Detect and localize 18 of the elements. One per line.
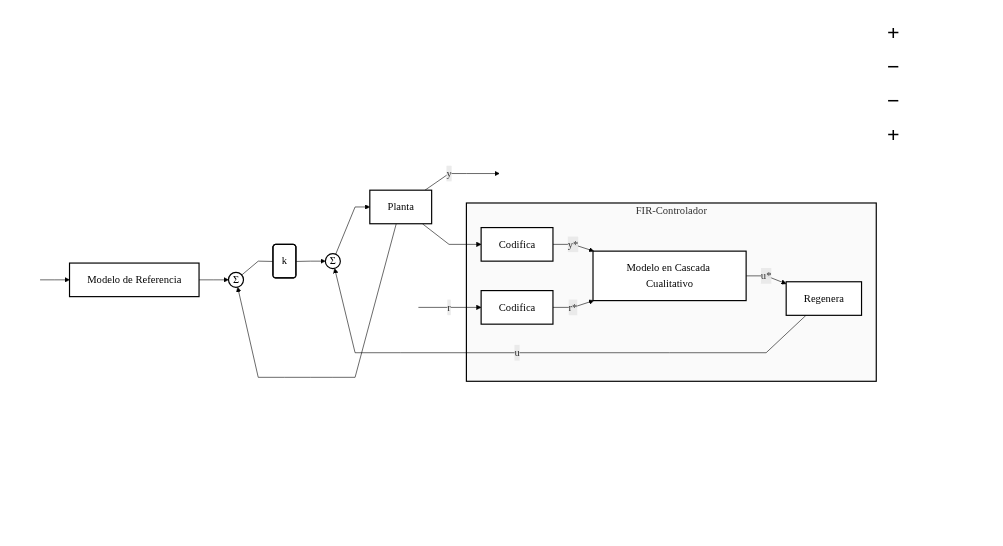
sign-label: − xyxy=(887,54,901,80)
node-box: Regenera xyxy=(785,281,863,316)
sign-label: + xyxy=(887,122,901,148)
edge-label: y xyxy=(446,167,452,180)
edge-label: y* xyxy=(567,238,579,250)
node-box: Modelo de Referencia xyxy=(68,262,200,298)
sign-label: − xyxy=(887,88,901,114)
edge-label: r* xyxy=(568,301,578,313)
node-box: Modelo en Cascada Cualitativo xyxy=(592,250,747,302)
node-circle: Σ xyxy=(227,271,245,288)
node-box: Planta xyxy=(369,189,433,225)
node-circle: Σ xyxy=(324,253,341,270)
sign-label: + xyxy=(887,20,901,46)
edge-label: u xyxy=(514,346,520,359)
node-box: Codifica xyxy=(480,290,554,325)
edge-label: r xyxy=(447,301,451,313)
node-box: Codifica xyxy=(480,227,554,262)
edge-label: u* xyxy=(760,269,772,282)
